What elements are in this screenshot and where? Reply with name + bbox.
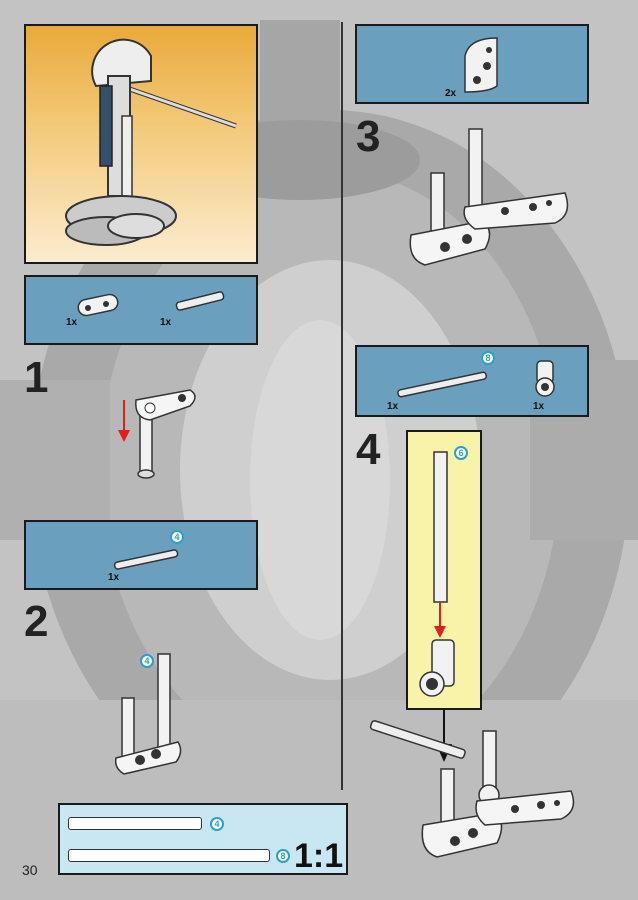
- liftarm-part-icon: [77, 291, 225, 317]
- completed-model-image: [65, 38, 237, 246]
- step-3-number: 3: [356, 112, 381, 161]
- axle-4-ruler: [68, 817, 202, 830]
- step-3-part-1-qty: 2x: [445, 88, 457, 99]
- axle-part-icon: [113, 549, 179, 570]
- axle-length-scale-panel: 4 8 1:1: [58, 803, 348, 875]
- step-4-assembly-image: [369, 720, 575, 858]
- quarter-liftarm-part-icon: [464, 37, 498, 93]
- step-4-subassembly-ref: 6: [454, 446, 468, 460]
- step-2-part-1-length-ref: 4: [170, 530, 184, 544]
- step-4-subassembly-panel: 6: [406, 430, 482, 710]
- column-divider: [341, 22, 343, 790]
- model-preview-panel: [24, 24, 258, 264]
- step-4-subassembly-image: [419, 451, 455, 697]
- axle-4-ruler-ref: 4: [210, 817, 224, 831]
- step-1-part-1-qty: 1x: [66, 317, 78, 328]
- step-1-assembly-image: [118, 389, 196, 479]
- scale-label: 1:1: [294, 837, 344, 875]
- step-3-parts-panel: 2x: [355, 24, 589, 104]
- axle-8-ruler-ref: 8: [276, 849, 290, 863]
- step-1-parts-panel: 1x 1x: [24, 275, 258, 345]
- step-4-parts-panel: 1x 1x 8: [355, 345, 589, 417]
- step-4-part-1-qty: 1x: [387, 401, 399, 412]
- step-4-part-2-qty: 1x: [533, 401, 545, 412]
- step-2-axle-callout: 4: [140, 654, 154, 668]
- page-number: 30: [22, 862, 38, 878]
- step-4-parts-icons: [397, 360, 555, 398]
- step-2-parts-panel: 1x 4: [24, 520, 258, 590]
- step-3-assembly-image: [409, 128, 569, 266]
- step-1-part-2-qty: 1x: [160, 317, 172, 328]
- step-2-number: 2: [24, 597, 49, 646]
- step-4-number: 4: [356, 425, 381, 474]
- axle-8-ruler: [68, 849, 270, 862]
- step-2-part-1-qty: 1x: [108, 572, 120, 583]
- step-1-number: 1: [24, 353, 49, 402]
- step-4-part-1-length-ref: 8: [481, 351, 495, 365]
- step-2-assembly-image: [114, 653, 182, 775]
